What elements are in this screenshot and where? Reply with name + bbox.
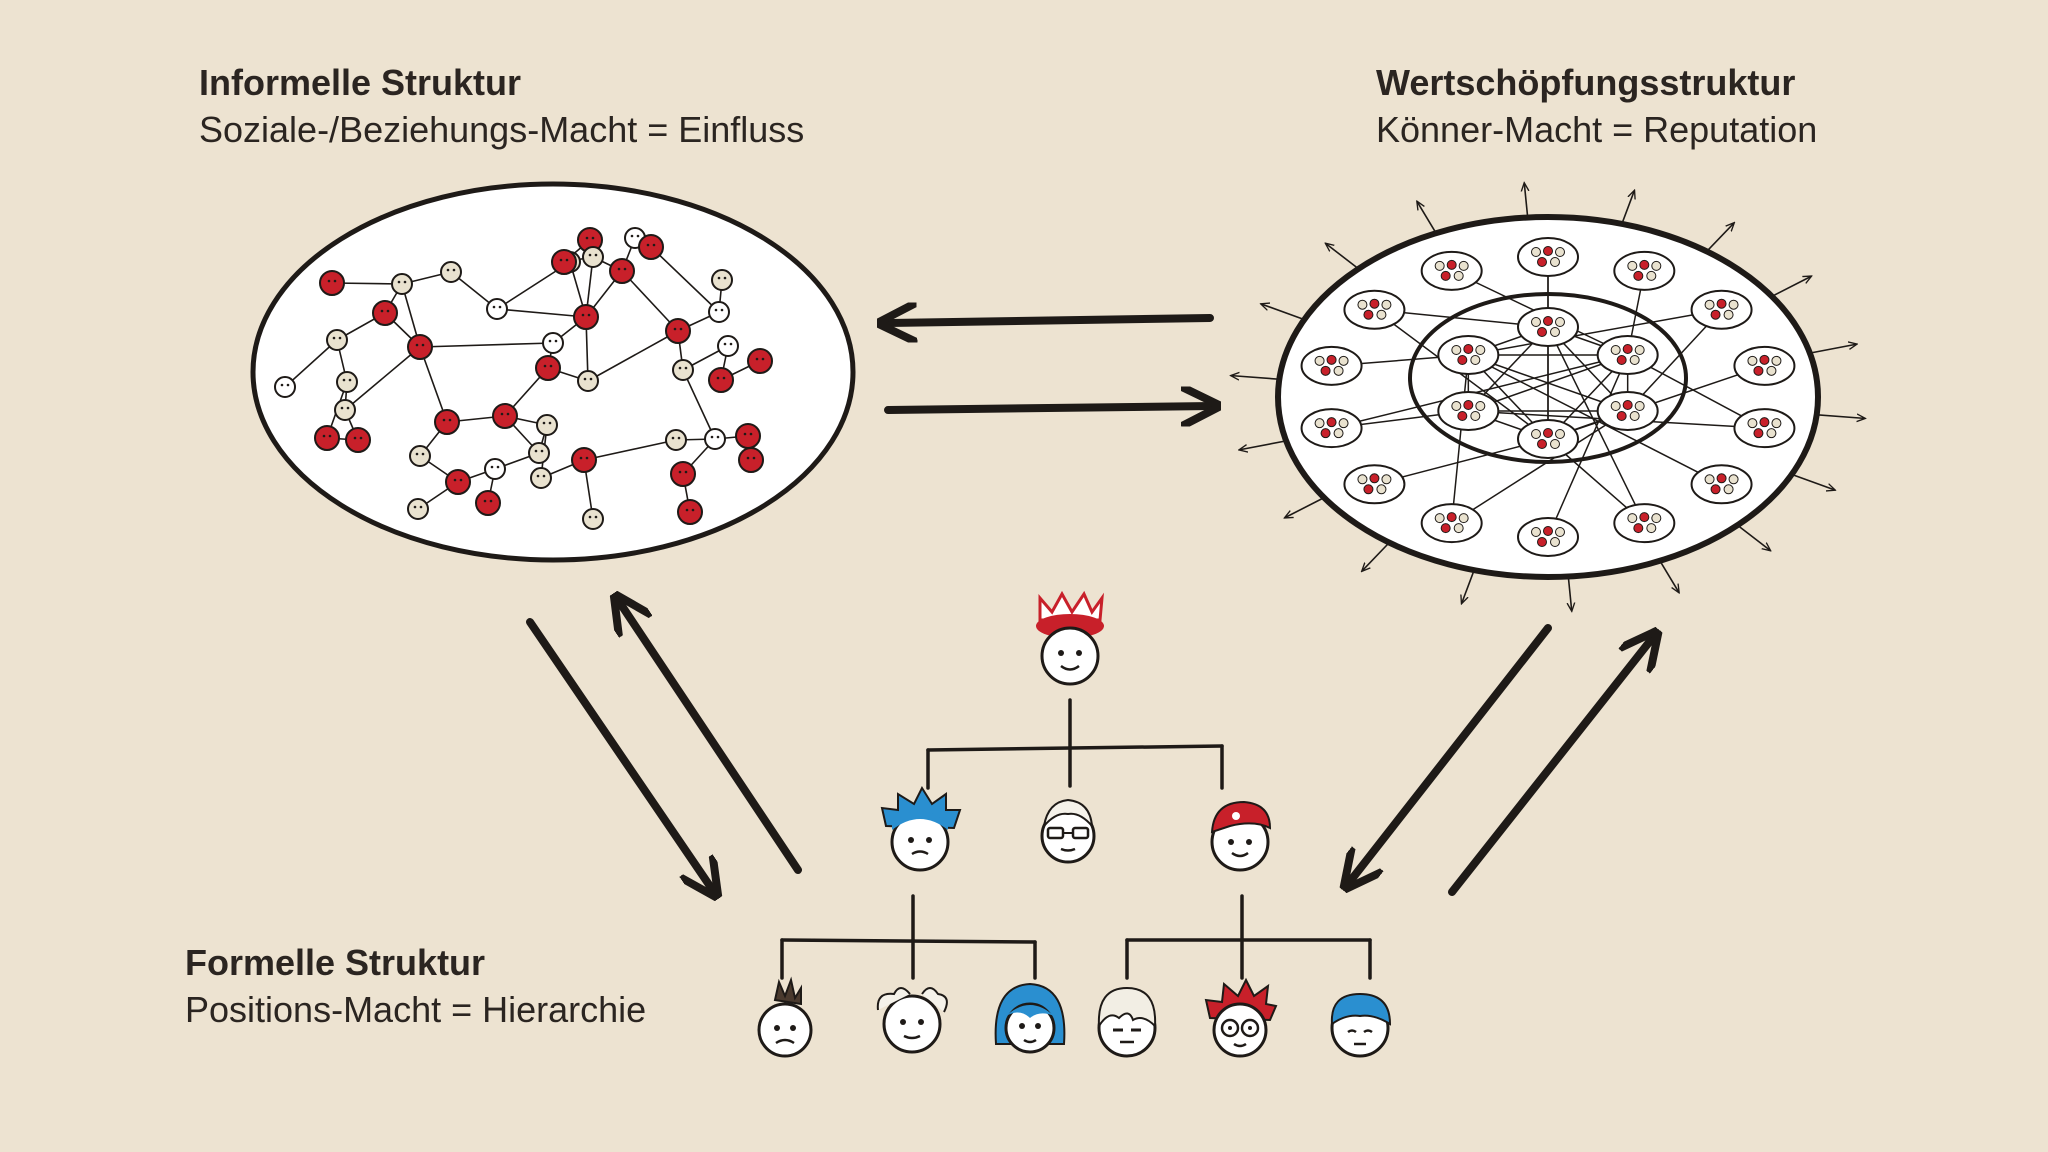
value-structure-title: Wertschöpfungsstruktur	[1376, 62, 1796, 103]
formal-hierarchy	[757, 590, 1392, 1058]
informal-structure-title: Informelle Struktur	[199, 62, 522, 103]
value-team	[1343, 289, 1406, 330]
relationship-arrows	[526, 318, 1654, 896]
arrow-informal-to-value	[884, 406, 1213, 410]
value-team	[1733, 345, 1796, 386]
informal-node	[528, 442, 550, 464]
informal-node	[536, 414, 558, 436]
informal-node	[582, 508, 604, 530]
value-team	[1343, 464, 1406, 505]
informal-node	[372, 300, 398, 326]
informal-node	[434, 409, 460, 435]
informal-node	[345, 427, 371, 453]
arrow-value-to-formal	[1348, 624, 1552, 884]
value-network-teams	[1300, 237, 1796, 557]
value-structure-caption: Wertschöpfungsstruktur Könner-Macht = Re…	[1376, 60, 1817, 154]
manager-red-cap-icon	[1210, 800, 1272, 872]
informal-node	[486, 298, 508, 320]
hierarchy-lines	[780, 698, 1372, 980]
informal-node	[409, 445, 431, 467]
informal-node	[391, 273, 413, 295]
ceo-person-icon	[1036, 590, 1104, 686]
value-team	[1613, 250, 1676, 291]
informal-node	[326, 329, 348, 351]
informal-node	[677, 499, 703, 525]
informal-node	[535, 355, 561, 381]
value-team	[1300, 345, 1363, 386]
informal-node	[717, 335, 739, 357]
informal-structure-subtitle: Soziale-/Beziehungs-Macht = Einfluss	[199, 108, 805, 150]
value-team	[1613, 503, 1676, 544]
informal-node	[336, 371, 358, 393]
informal-node	[711, 269, 733, 291]
informal-node	[665, 429, 687, 451]
informal-node	[319, 270, 345, 296]
informal-node	[475, 490, 501, 516]
value-team	[1300, 408, 1363, 449]
employee-blue-long-hair-icon	[994, 982, 1066, 1054]
value-team	[1690, 464, 1753, 505]
informal-structure-caption: Informelle Struktur Soziale-/Beziehungs-…	[199, 60, 804, 154]
informal-node	[407, 498, 429, 520]
arrow-informal-to-formal	[526, 618, 714, 892]
value-team	[1517, 237, 1579, 277]
informal-node	[665, 318, 691, 344]
value-team	[1596, 391, 1659, 431]
arrow-formal-to-value	[1448, 636, 1654, 896]
informal-node	[551, 249, 577, 275]
informal-node	[440, 261, 462, 283]
informal-network	[250, 181, 856, 563]
manager-blue-hair-icon	[880, 785, 962, 872]
informal-node	[670, 461, 696, 487]
employee-blue-cap-icon	[1330, 992, 1392, 1058]
informal-node	[573, 304, 599, 330]
informal-network-nodes	[274, 227, 773, 530]
informal-node	[445, 469, 471, 495]
informal-node	[672, 359, 694, 381]
informal-node	[708, 367, 734, 393]
informal-node	[314, 425, 340, 451]
formal-structure-subtitle: Positions-Macht = Hierarchie	[185, 988, 647, 1030]
value-team	[1733, 408, 1796, 449]
value-network	[1232, 184, 1865, 611]
informal-node	[407, 334, 433, 360]
value-team	[1420, 503, 1483, 544]
value-team	[1517, 307, 1579, 347]
informal-node	[747, 348, 773, 374]
formal-structure-caption: Formelle Struktur Positions-Macht = Hier…	[185, 940, 646, 1034]
informal-node	[274, 376, 296, 398]
arrow-formal-to-informal	[618, 600, 802, 874]
informal-node	[735, 423, 761, 449]
value-team	[1437, 391, 1500, 431]
arrow-value-to-informal	[885, 318, 1214, 323]
informal-node	[492, 403, 518, 429]
informal-node	[738, 447, 764, 473]
manager-glasses-icon	[1040, 798, 1096, 864]
informal-node	[704, 428, 726, 450]
informal-node	[571, 447, 597, 473]
informal-node	[530, 467, 552, 489]
informal-node	[334, 399, 356, 421]
value-team	[1517, 517, 1579, 557]
informal-node	[638, 234, 664, 260]
value-team	[1596, 335, 1659, 375]
value-structure-subtitle: Könner-Macht = Reputation	[1376, 108, 1818, 150]
informal-node	[708, 301, 730, 323]
informal-node	[577, 370, 599, 392]
value-team	[1420, 250, 1483, 291]
employee-white-hair-icon	[876, 987, 948, 1054]
value-team	[1437, 335, 1500, 375]
informal-node	[484, 458, 506, 480]
employee-spiky-hair-icon	[757, 976, 813, 1058]
formal-structure-title: Formelle Struktur	[185, 942, 486, 983]
employee-red-hair-glasses-icon	[1204, 977, 1278, 1058]
employee-grey-hair-icon	[1097, 986, 1157, 1058]
informal-node	[542, 332, 564, 354]
value-team	[1690, 289, 1753, 330]
value-team	[1517, 419, 1579, 459]
informal-node	[609, 258, 635, 284]
informal-node	[582, 246, 604, 268]
